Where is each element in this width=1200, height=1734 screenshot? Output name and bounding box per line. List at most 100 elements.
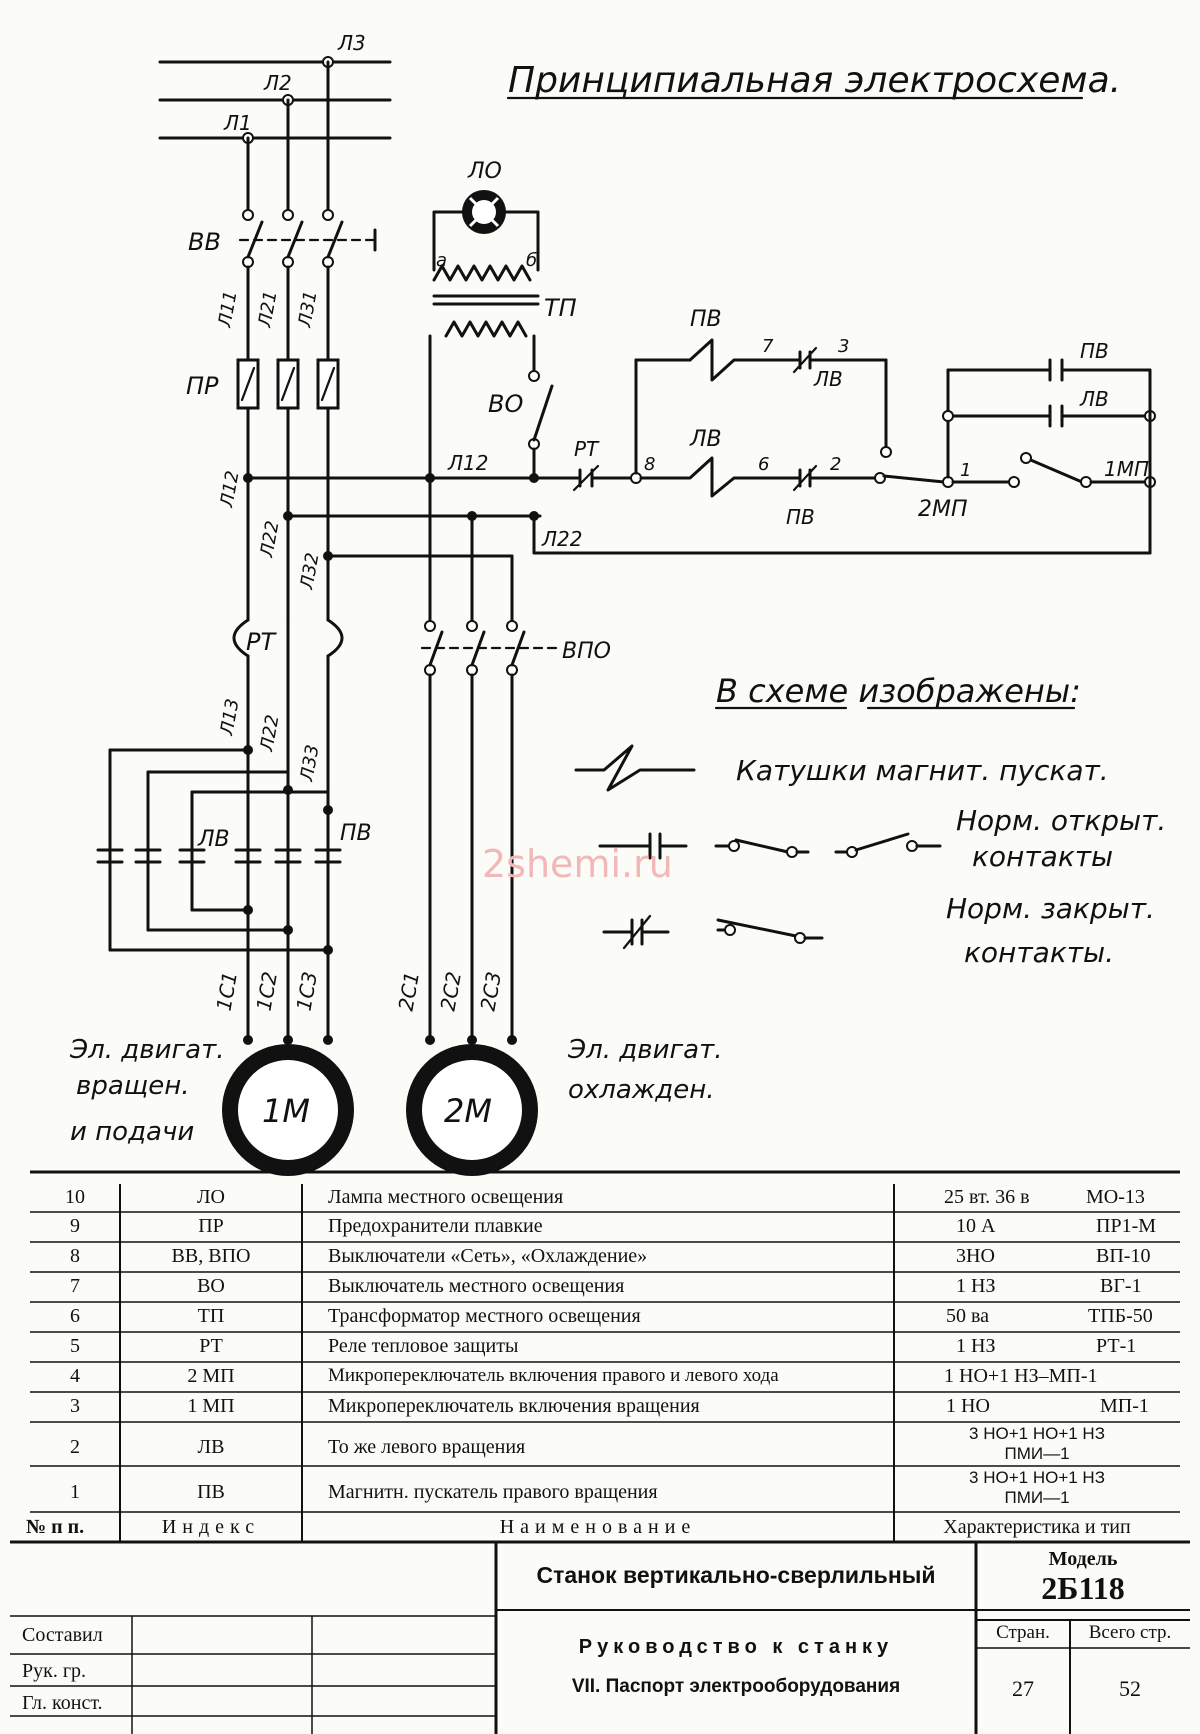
spec-header-index: Индекс: [161, 1516, 261, 1538]
spec-row-type: ТПБ-50: [1088, 1305, 1153, 1327]
switch-1mp: 1МП: [1104, 457, 1149, 481]
motor2-label: 2M: [444, 1092, 492, 1130]
line-label-l1: Л1: [223, 111, 252, 135]
contactor-label-lv: ЛВ: [197, 827, 230, 852]
coolant-switch-vpo: ВПО: [420, 620, 611, 676]
legend-heading: В схеме изображены:: [716, 672, 1081, 710]
spec-row-no: 9: [70, 1215, 80, 1237]
contactor-label-pv: ПВ: [340, 821, 372, 846]
spec-row-index: ВВ, ВПО: [171, 1245, 251, 1267]
spec-row-name: Магнитн. пускатель правого вращения: [328, 1481, 658, 1503]
wire-l22: Л22: [256, 519, 283, 560]
reversing-contactors: ЛВ ПВ: [96, 745, 372, 955]
line-label-l2: Л2: [263, 71, 292, 95]
transformer-label: ТП: [544, 294, 577, 322]
spec-row-index: РТ: [199, 1335, 223, 1357]
spec-row-type: ВГ-1: [1100, 1275, 1142, 1297]
transformer-tp: а б ТП: [432, 250, 577, 338]
node-2: 2: [830, 454, 841, 475]
terminal-2c2: 2C2: [436, 970, 466, 1013]
node-7: 7: [762, 336, 774, 357]
spec-header-char: Характеристика и тип: [943, 1516, 1131, 1538]
section-title: VII. Паспорт электрооборудования: [571, 1676, 901, 1697]
motor-2m: 2M: [406, 1035, 538, 1176]
holding-lv: ЛВ: [1079, 387, 1109, 411]
machine-name: Станок вертикально-сверлильный: [536, 1562, 936, 1588]
switch-label-vv: ВВ: [188, 228, 221, 256]
page-number: 27: [1012, 1676, 1034, 1701]
ctrl-rt: РТ: [574, 437, 600, 461]
spec-row-char: 3 НО+1 НО+1 НЗ: [969, 1424, 1105, 1443]
spec-row-no: 8: [70, 1245, 80, 1267]
spec-row-type: ПР1-М: [1096, 1215, 1157, 1237]
spec-row-type: РТ-1: [1096, 1335, 1137, 1357]
spec-row-name: Лампа местного освещения: [328, 1186, 564, 1208]
spec-header-name: Наименование: [499, 1516, 697, 1538]
terminal-1c2: 1C2: [252, 970, 282, 1013]
node-1: 1: [960, 460, 971, 481]
spec-row-index: ТП: [197, 1305, 225, 1327]
ctrl-wire-l12: Л12: [447, 451, 489, 475]
control-circuit: Л12 РТ 8 ЛВ 6 2 ПВ ПВ 7 3 ЛВ: [428, 307, 1156, 555]
model-number: 2Б118: [1041, 1570, 1125, 1606]
tap-b: б: [526, 250, 537, 271]
spec-row-char: 1 НЗ: [956, 1335, 996, 1357]
spec-row-char: 1 НЗ: [956, 1275, 996, 1297]
lamp-lo: ЛО: [462, 159, 506, 234]
spec-row-index: ВО: [197, 1275, 225, 1297]
terminal-2c3: 2C3: [476, 970, 506, 1013]
main-switch-vv: ВВ: [188, 209, 377, 268]
motor2-caption-2: охлажден.: [568, 1075, 715, 1105]
spec-row-index: ПВ: [197, 1481, 225, 1503]
legend-coil-symbol: [574, 744, 696, 792]
spec-row-type: ПМИ—1: [1004, 1444, 1070, 1463]
coil-pv: ПВ: [690, 307, 722, 332]
spec-row-char: 10 А: [956, 1215, 996, 1237]
lamp-switch-label: ВО: [488, 390, 523, 418]
ctrl-contact-lv: ЛВ: [813, 367, 843, 391]
role-compiled: Составил: [22, 1624, 103, 1646]
wire-l12: Л12: [216, 469, 243, 510]
thermal-relay-rt: РТ: [232, 618, 344, 658]
wire-l33: Л33: [296, 743, 323, 784]
spec-row-no: 1: [70, 1481, 80, 1503]
switch-label-vpo: ВПО: [562, 639, 611, 664]
tap-a: а: [436, 250, 447, 271]
legend-coils: Катушки магнит. пускат.: [736, 754, 1109, 787]
motor1-label: 1M: [262, 1092, 310, 1130]
spec-row-name: Предохранители плавкие: [328, 1215, 543, 1237]
wire-l11: Л11: [214, 289, 241, 330]
watermark: 2shemi.ru: [482, 842, 673, 886]
spec-row-no: 5: [70, 1335, 80, 1357]
spec-row-no: 7: [70, 1275, 80, 1297]
spec-row-name: То же левого вращения: [328, 1436, 526, 1458]
motor1-caption-1: Эл. двигат.: [69, 1035, 225, 1065]
holding-pv: ПВ: [1080, 339, 1109, 363]
spec-row-type: ПМИ—1: [1004, 1488, 1070, 1507]
page-label: Стран.: [996, 1622, 1050, 1643]
legend-nc-2: контакты.: [964, 936, 1114, 969]
spec-row-char: 50 ва: [946, 1305, 990, 1327]
legend: В схеме изображены: Катушки магнит. пуск…: [574, 672, 1166, 969]
wire-l13: Л13: [216, 697, 243, 738]
fuses-pr: ПР: [186, 358, 340, 410]
role-group-lead: Рук. гр.: [22, 1660, 87, 1682]
lamp-label: ЛО: [467, 159, 502, 184]
spec-row-name: Выключатель местного освещения: [328, 1275, 625, 1297]
relay-label-rt: РТ: [246, 628, 277, 656]
wire-l32: Л32: [296, 551, 323, 592]
line-label-l3: Л3: [337, 31, 366, 55]
spec-table-grid: [10, 1170, 1190, 1734]
spec-row-char: 1 НО: [946, 1395, 990, 1417]
motor-1m: 1M: [222, 1035, 354, 1176]
spec-row-no: 10: [65, 1186, 85, 1208]
ctrl-wire-l22: Л22: [541, 527, 583, 551]
spec-row-index: ПР: [198, 1215, 224, 1237]
spec-row-name: Трансформатор местного освещения: [328, 1305, 641, 1327]
spec-row-char: 25 вт. 36 в: [944, 1186, 1030, 1208]
coil-lv: ЛВ: [689, 427, 722, 452]
total-pages: 52: [1119, 1676, 1141, 1701]
spec-row-no: 3: [70, 1395, 80, 1417]
